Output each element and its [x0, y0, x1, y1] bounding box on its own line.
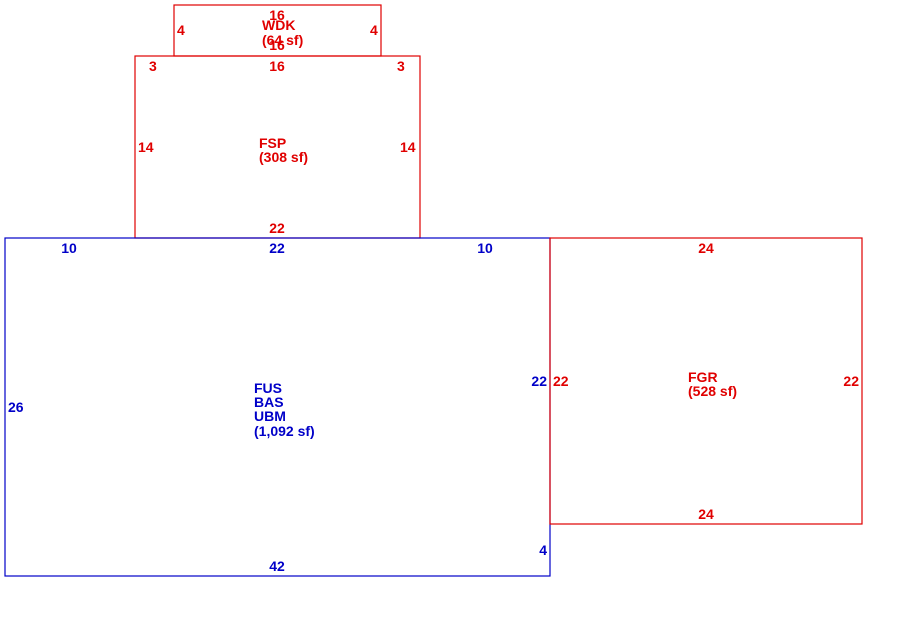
fgr-code-label: FGR — [688, 369, 718, 385]
fsp-area-label: (308 sf) — [259, 149, 308, 165]
wdk-area: 16 16 4 4 WDK (64 sf) — [173, 4, 382, 57]
fgr-outline — [549, 237, 863, 525]
fgr-area: 24 24 22 22 FGR (528 sf) — [549, 237, 863, 525]
fsp-right-dimension: 14 — [400, 139, 416, 155]
main-right-upper-dimension: 22 — [531, 373, 547, 389]
wdk-area-label: (64 sf) — [262, 32, 303, 48]
fsp-code-label: FSP — [259, 135, 286, 151]
fsp-left-dimension: 14 — [138, 139, 154, 155]
main-code-bas: BAS — [254, 394, 284, 410]
main-top-right-dimension: 10 — [477, 240, 493, 256]
main-area-label: (1,092 sf) — [254, 423, 315, 439]
wdk-left-dimension: 4 — [177, 22, 185, 38]
fsp-top-mid-dimension: 16 — [269, 58, 285, 74]
fsp-area: 3 16 3 14 14 22 FSP (308 sf) — [134, 55, 421, 239]
main-building-area: 10 22 10 26 22 4 42 FUS BAS UBM (1,092 s… — [4, 237, 551, 577]
main-top-mid-dimension: 22 — [269, 240, 285, 256]
fgr-bottom-dimension: 24 — [698, 506, 714, 522]
fsp-bottom-dimension: 22 — [269, 220, 285, 236]
main-left-dimension: 26 — [8, 399, 24, 415]
main-right-lower-dimension: 4 — [539, 542, 547, 558]
main-code-ubm: UBM — [254, 408, 286, 424]
fgr-right-dimension: 22 — [843, 373, 859, 389]
wdk-right-dimension: 4 — [370, 22, 378, 38]
fgr-left-dimension: 22 — [553, 373, 569, 389]
main-bottom-dimension: 42 — [269, 558, 285, 574]
wdk-bottom-dimension: 16 — [269, 37, 285, 53]
fsp-top-left-dimension: 3 — [149, 58, 157, 74]
fgr-area-label: (528 sf) — [688, 383, 737, 399]
main-code-fus: FUS — [254, 380, 282, 396]
fsp-top-right-dimension: 3 — [397, 58, 405, 74]
main-top-left-dimension: 10 — [61, 240, 77, 256]
fgr-top-dimension: 24 — [698, 240, 714, 256]
wdk-code-label: WDK — [262, 17, 295, 33]
wdk-top-dimension: 16 — [269, 7, 285, 23]
